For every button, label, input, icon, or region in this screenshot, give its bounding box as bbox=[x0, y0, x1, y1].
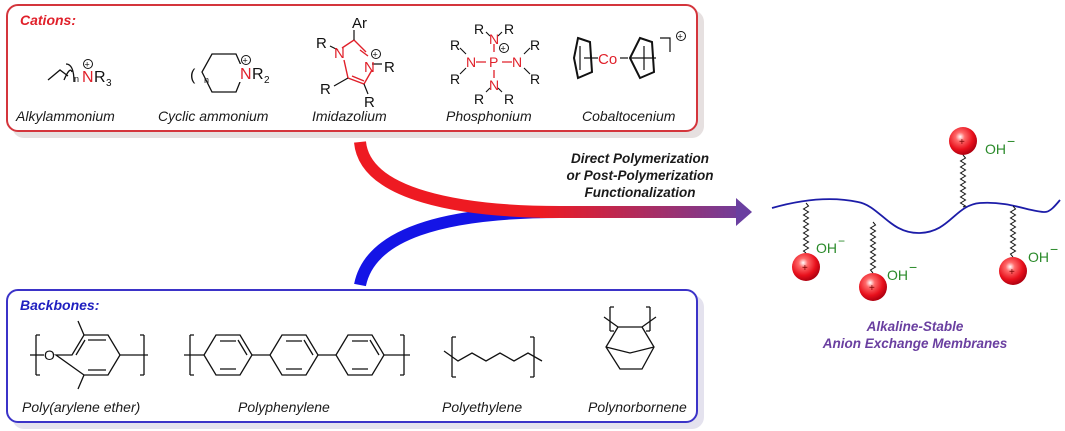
cyclic-nitrogen: N bbox=[240, 66, 252, 83]
phos-n-top: N bbox=[489, 31, 499, 47]
cation-sphere-3-charge: + bbox=[959, 137, 965, 148]
phos-charge: + bbox=[501, 44, 506, 54]
imidazolium-structure: Ar R N N R R R + bbox=[316, 15, 395, 111]
alkylammonium-structure: n N R 3 + bbox=[47, 59, 112, 89]
imidazolium-n3: N bbox=[364, 59, 375, 76]
phos-n-left: N bbox=[466, 54, 476, 70]
cations-box: Cations: n N R 3 + Alkylammonium ( n N R… bbox=[6, 4, 698, 132]
polymer-chain bbox=[771, 198, 1061, 234]
backbone-label-polyethylene: Polyethylene bbox=[442, 399, 523, 415]
backbone-label-polyphenylene: Polyphenylene bbox=[238, 399, 330, 415]
arrow-head bbox=[736, 198, 752, 226]
hydroxide-3-charge: − bbox=[1007, 133, 1015, 149]
alkyl-nitrogen: N bbox=[82, 69, 94, 86]
phos-n-right: N bbox=[512, 54, 522, 70]
ether-oxygen: O bbox=[44, 347, 55, 363]
imidazolium-r1: R bbox=[316, 35, 327, 52]
cyclic-charge: + bbox=[243, 56, 248, 66]
cation-sphere-1: + bbox=[792, 253, 820, 281]
cation-sphere-4-charge: + bbox=[1009, 267, 1015, 278]
alkyl-n-subscript: n bbox=[74, 74, 79, 84]
cation-sphere-1-charge: + bbox=[802, 263, 808, 274]
phos-r5: R bbox=[450, 71, 460, 87]
hydroxide-4: OH bbox=[1028, 249, 1049, 265]
phos-r4: R bbox=[530, 37, 540, 53]
phos-p: P bbox=[489, 54, 498, 70]
backbones-title: Backbones: bbox=[20, 297, 100, 313]
cyclic-r-group: R bbox=[252, 66, 264, 83]
tether-3 bbox=[959, 154, 967, 208]
process-line-1: Direct Polymerization bbox=[570, 151, 710, 166]
phos-r3: R bbox=[450, 37, 460, 53]
membrane-title-line-2: Anion Exchange Membranes bbox=[822, 336, 1008, 351]
hydroxide-1: OH bbox=[816, 240, 837, 256]
cyclic-paren: ( bbox=[190, 67, 196, 84]
polynorbornene-structure bbox=[603, 306, 657, 370]
imidazolium-r4: R bbox=[320, 81, 331, 98]
alkyl-r-subscript: 3 bbox=[106, 78, 112, 89]
hydroxide-2-charge: − bbox=[909, 259, 917, 275]
hydroxide-1-charge: − bbox=[838, 234, 845, 248]
cation-sphere-3: + bbox=[949, 127, 977, 155]
phosphonium-structure: R R N R R N P N R R N R R + bbox=[450, 21, 540, 107]
phos-r2: R bbox=[504, 21, 514, 37]
cation-sphere-4: + bbox=[999, 257, 1027, 285]
imidazolium-aryl: Ar bbox=[352, 15, 367, 32]
merged-arrow-shaft bbox=[540, 206, 738, 218]
imidazolium-r5: R bbox=[364, 94, 375, 111]
imidazolium-charge: + bbox=[373, 50, 378, 60]
phos-n-bottom: N bbox=[489, 77, 499, 93]
process-line-3: Functionalization bbox=[584, 185, 696, 200]
backbone-label-polynorbornene: Polynorbornene bbox=[588, 399, 687, 415]
cyclic-r-subscript: 2 bbox=[264, 75, 270, 86]
cation-sphere-2-charge: + bbox=[869, 283, 875, 294]
hydroxide-3: OH bbox=[985, 141, 1006, 157]
backbones-box: Backbones: O Poly(arylene ether) Polyphe… bbox=[6, 289, 698, 423]
cations-title: Cations: bbox=[20, 12, 76, 28]
cyclic-ammonium-structure: ( n N R 2 + bbox=[190, 53, 270, 93]
phos-r7: R bbox=[474, 91, 484, 107]
process-line-2: or Post-Polymerization bbox=[566, 168, 714, 183]
cation-sphere-2: + bbox=[859, 273, 887, 301]
cation-label-imidazolium: Imidazolium bbox=[312, 108, 387, 124]
cation-label-cyclic-ammonium: Cyclic ammonium bbox=[158, 108, 269, 124]
cation-label-cobaltocenium: Cobaltocenium bbox=[582, 108, 676, 124]
tether-1 bbox=[802, 202, 810, 254]
poly-arylene-ether-structure: O bbox=[30, 320, 148, 390]
cyclic-n-subscript: n bbox=[204, 75, 209, 85]
process-description: Direct Polymerization or Post-Polymeriza… bbox=[520, 150, 760, 201]
tether-4 bbox=[1009, 205, 1017, 258]
polyethylene-structure bbox=[443, 336, 543, 378]
hydroxide-4-charge: − bbox=[1050, 241, 1058, 257]
backbone-label-poly-arylene-ether: Poly(arylene ether) bbox=[22, 399, 141, 415]
cobalt-charge: + bbox=[678, 32, 683, 42]
imidazolium-n1: N bbox=[334, 45, 345, 62]
imidazolium-r3: R bbox=[384, 59, 395, 76]
polyphenylene-structure bbox=[184, 334, 410, 376]
tether-2 bbox=[869, 221, 877, 274]
cation-red-curve bbox=[354, 140, 561, 218]
phos-r1: R bbox=[474, 21, 484, 37]
membrane-title: Alkaline-Stable Anion Exchange Membranes bbox=[800, 318, 1030, 352]
alkyl-r-group: R bbox=[94, 69, 106, 86]
hydroxide-2: OH bbox=[887, 267, 908, 283]
phos-r8: R bbox=[504, 91, 514, 107]
cation-label-alkylammonium: Alkylammonium bbox=[16, 108, 115, 124]
cobalt-atom: Co bbox=[598, 51, 617, 68]
membrane-title-line-1: Alkaline-Stable bbox=[866, 319, 964, 334]
cation-label-phosphonium: Phosphonium bbox=[446, 108, 532, 124]
cobaltocenium-structure: Co + bbox=[572, 31, 686, 80]
phos-r6: R bbox=[530, 71, 540, 87]
alkyl-charge: + bbox=[85, 60, 90, 70]
